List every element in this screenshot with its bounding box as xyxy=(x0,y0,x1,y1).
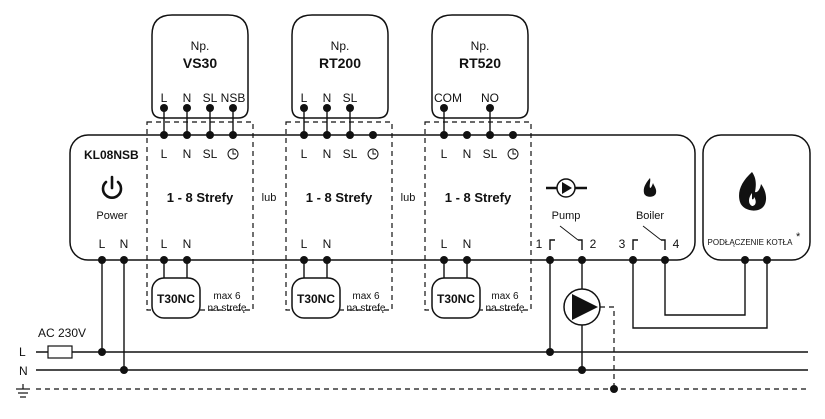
relay-terminal-label: 3 xyxy=(619,237,626,251)
zone-terminal-label: SL xyxy=(483,147,498,161)
zone-terminal-label: L xyxy=(441,147,448,161)
zone-label: 1 - 8 Strefy xyxy=(306,190,373,205)
terminal-label: L xyxy=(301,91,308,105)
zone-terminal-label: N xyxy=(183,147,192,161)
thermostat-box-rt520 xyxy=(431,14,529,119)
terminal-label: NSB xyxy=(221,91,246,105)
pump-symbol xyxy=(563,288,601,326)
fire-icon xyxy=(739,172,767,211)
actuator-note: max 6 xyxy=(213,291,241,302)
boiler-connection-asterisk: * xyxy=(796,231,801,243)
ground-icon xyxy=(16,384,30,398)
boiler-connection-label: PODŁĄCZENIE KOTŁA xyxy=(708,238,794,247)
terminal-label: COM xyxy=(434,91,462,105)
clock-icon xyxy=(227,148,519,160)
actuator-note: max 6 xyxy=(491,291,519,302)
zone-terminal-label: N xyxy=(463,147,472,161)
terminal-label: NO xyxy=(481,91,499,105)
power-terminal-label: N xyxy=(120,237,129,251)
thermostat-box-rt200 xyxy=(291,14,389,119)
supply-voltage-label: AC 230V xyxy=(38,326,86,340)
terminal-label: L xyxy=(161,91,168,105)
relay-terminal-label: 1 xyxy=(536,237,543,251)
supply-line-label: L xyxy=(19,345,26,359)
terminal-label: N xyxy=(323,91,332,105)
actuator-model: T30NC xyxy=(297,292,335,306)
thermostat-prefix: Np. xyxy=(471,39,490,53)
boiler-connection-box xyxy=(702,134,811,261)
thermostat-prefix: Np. xyxy=(191,39,210,53)
actuator-note: na strefę xyxy=(486,303,525,314)
actuator-note: na strefę xyxy=(347,303,386,314)
terminal-label: N xyxy=(183,91,192,105)
fuse-icon xyxy=(47,345,73,359)
relay-terminal-label: 2 xyxy=(590,237,597,251)
zone-label: 1 - 8 Strefy xyxy=(445,190,512,205)
thermostat-model: VS30 xyxy=(183,55,217,71)
zone-bottom-terminal-label: N xyxy=(183,237,192,251)
zone-terminal-label: SL xyxy=(203,147,218,161)
boiler-label: Boiler xyxy=(636,210,664,222)
thermostat-model: RT200 xyxy=(319,55,361,71)
power-terminal-label: L xyxy=(99,237,106,251)
controller-title: KL08NSB xyxy=(84,148,139,162)
thermostat-prefix: Np. xyxy=(331,39,350,53)
supply-line-label: N xyxy=(19,364,28,378)
controller-box xyxy=(69,134,696,261)
flame-icon xyxy=(643,178,657,197)
zone-bottom-terminal-label: L xyxy=(301,237,308,251)
pump-label: Pump xyxy=(552,210,581,222)
terminal-label: SL xyxy=(343,91,358,105)
actuator-box-3 xyxy=(431,277,481,319)
zone-terminal-label: SL xyxy=(343,147,358,161)
thermostat-model: RT520 xyxy=(459,55,501,71)
actuator-note: max 6 xyxy=(352,291,380,302)
power-icon xyxy=(101,175,123,199)
zone-bottom-terminal-label: L xyxy=(441,237,448,251)
terminal-label: SL xyxy=(203,91,218,105)
terminal-dots xyxy=(98,104,771,393)
separator-label: lub xyxy=(401,192,416,204)
zone-bottom-terminal-label: N xyxy=(323,237,332,251)
power-label: Power xyxy=(96,210,128,222)
pump-icon xyxy=(546,178,587,198)
actuator-box-1 xyxy=(151,277,201,319)
zone-terminal-label: N xyxy=(323,147,332,161)
zone-bottom-terminal-label: L xyxy=(161,237,168,251)
thermostat-box-vs30 xyxy=(151,14,249,119)
zone-bottom-terminal-label: N xyxy=(463,237,472,251)
relay-terminal-label: 4 xyxy=(673,237,680,251)
separator-label: lub xyxy=(262,192,277,204)
zone-terminal-label: L xyxy=(161,147,168,161)
actuator-note: na strefę xyxy=(208,303,247,314)
actuator-model: T30NC xyxy=(157,292,195,306)
zone-label: 1 - 8 Strefy xyxy=(167,190,234,205)
actuator-box-2 xyxy=(291,277,341,319)
actuator-model: T30NC xyxy=(437,292,475,306)
zone-terminal-label: L xyxy=(301,147,308,161)
